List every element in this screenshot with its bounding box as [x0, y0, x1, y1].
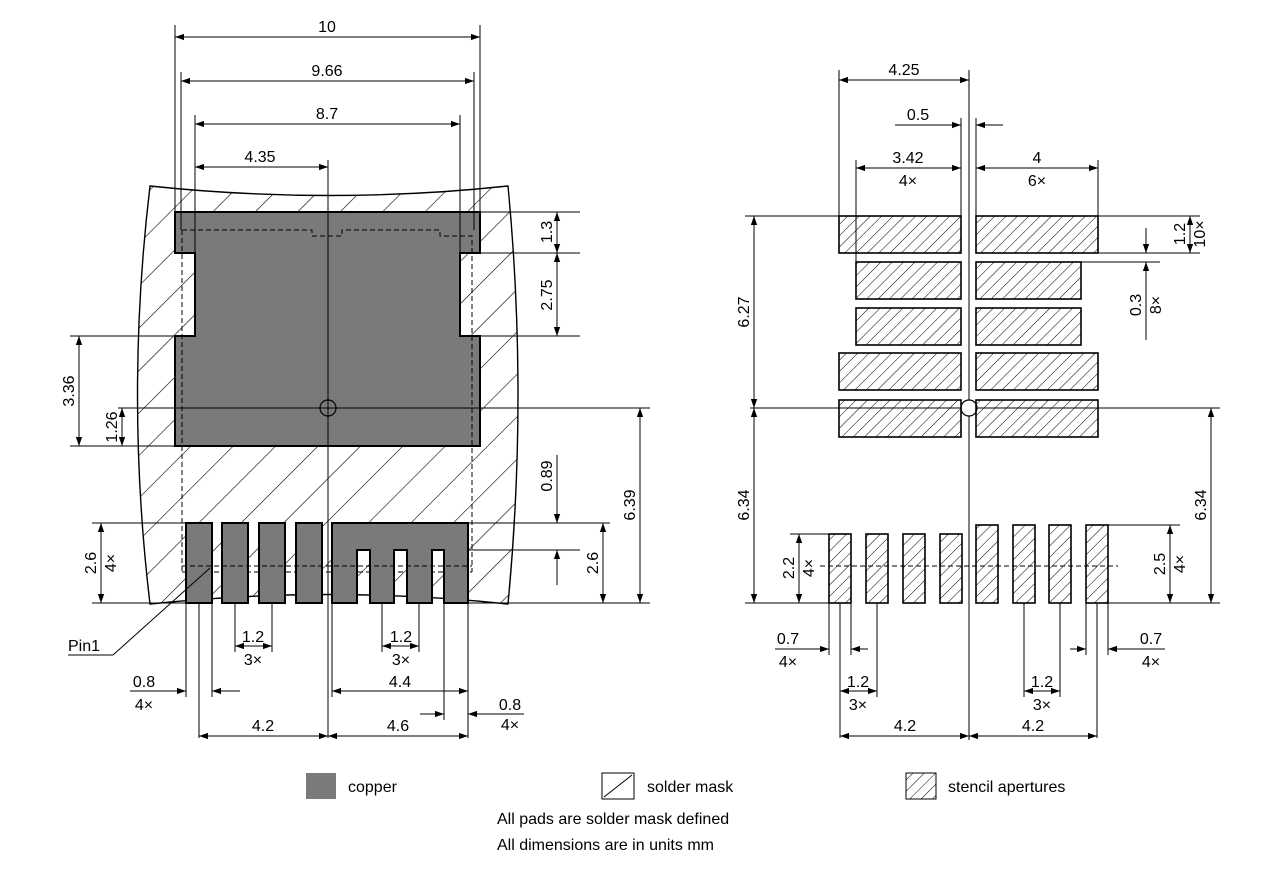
- dim-25: 2.5: [1152, 553, 1169, 575]
- stencil-pin-4: [939, 533, 963, 604]
- legend: copper solder mask stencil apertures: [306, 772, 1065, 800]
- dim-26-left: 2.6: [83, 552, 100, 574]
- dim-639: 6.39: [622, 489, 639, 520]
- pin1-label: Pin1: [68, 638, 100, 655]
- stencil-right-row1: [975, 215, 1099, 254]
- pad-dashed-outline: [181, 229, 473, 572]
- dim-08-right-count: 4×: [501, 717, 519, 734]
- copper-comb-pad: [331, 522, 469, 604]
- dim-03-count: 8×: [1148, 296, 1165, 314]
- stencil-pin-7: [1048, 524, 1072, 604]
- dim-12-bl: 1.2: [847, 674, 869, 691]
- dim-42-br: 4.2: [1022, 718, 1044, 735]
- stencil-pin-5: [975, 524, 999, 604]
- legend-stencil-swatch: [905, 772, 937, 800]
- stencil-left-row5: [838, 399, 962, 438]
- dim-336: 3.36: [61, 375, 78, 406]
- legend-copper-label: copper: [348, 779, 398, 796]
- dim-25-count: 4×: [1172, 555, 1189, 573]
- legend-copper-swatch: [306, 773, 336, 799]
- dim-07-right-count: 4×: [1142, 654, 1160, 671]
- dim-12-br-count: 3×: [1033, 697, 1051, 714]
- center-mark-icon: [319, 399, 337, 417]
- stencil-right-row3: [975, 307, 1082, 346]
- dim-42-left: 4.2: [252, 718, 274, 735]
- dim-425: 4.25: [888, 62, 919, 79]
- dim-089: 0.89: [539, 460, 556, 491]
- stencil-right-row2: [975, 261, 1082, 300]
- dim-08-left-count: 4×: [135, 697, 153, 714]
- dim-435: 4.35: [244, 149, 275, 166]
- dim-46: 4.6: [387, 718, 409, 735]
- right-stencil-view: 4.25 0.5 3.42 4× 4 6× 1.2 10× 0.3 8× 2.5…: [736, 62, 1220, 740]
- dim-10: 10: [318, 19, 336, 36]
- copper-pin-2: [221, 522, 249, 604]
- legend-solder-mask-label: solder mask: [647, 779, 734, 796]
- copper-pin-1: [185, 522, 213, 604]
- dim-05: 0.5: [907, 107, 929, 124]
- pitch-12-a: 1.2: [242, 629, 264, 646]
- dim-634-right: 6.34: [1193, 489, 1210, 520]
- stencil-left-row3: [855, 307, 962, 346]
- note-units: All dimensions are in units mm: [497, 837, 714, 854]
- dim-08-right: 0.8: [499, 697, 521, 714]
- dim-4: 4: [1033, 150, 1042, 167]
- dim-44: 4.4: [389, 674, 411, 691]
- legend-stencil-label: stencil apertures: [948, 779, 1065, 796]
- stencil-center-mark-icon: [960, 399, 978, 417]
- stencil-pin-8: [1085, 524, 1109, 604]
- dim-126: 1.26: [104, 411, 121, 442]
- dim-627: 6.27: [736, 296, 753, 327]
- stencil-pin-6: [1012, 524, 1036, 604]
- dim-22: 2.2: [781, 557, 798, 579]
- left-footprint-view: 10 9.66 8.7 4.35 1.3 2.75 0.89 2.6 6.39: [61, 19, 650, 740]
- pitch-3x-b: 3×: [392, 652, 410, 669]
- copper-pin-3: [258, 522, 286, 604]
- note-solder-mask-defined: All pads are solder mask defined: [497, 811, 730, 828]
- dim-342: 3.42: [892, 150, 923, 167]
- dim-42-bl: 4.2: [894, 718, 916, 735]
- dim-342-count: 4×: [899, 173, 917, 190]
- dim-12-br: 1.2: [1031, 674, 1053, 691]
- dim-07-left: 0.7: [777, 631, 799, 648]
- pitch-3x-a: 3×: [244, 652, 262, 669]
- dim-12-bl-count: 3×: [849, 697, 867, 714]
- dim-07-right: 0.7: [1140, 631, 1162, 648]
- dim-26-right: 2.6: [585, 552, 602, 574]
- dim-634-left: 6.34: [736, 489, 753, 520]
- dim-26-left-count: 4×: [103, 554, 120, 572]
- stencil-right-row5: [975, 399, 1099, 438]
- dim-12-right-count: 10×: [1192, 220, 1209, 247]
- dim-22-count: 4×: [801, 559, 818, 577]
- dim-12-right: 1.2: [1172, 223, 1189, 245]
- dim-4-count: 6×: [1028, 173, 1046, 190]
- dim-13: 1.3: [539, 221, 556, 243]
- stencil-pin-1: [828, 533, 852, 604]
- stencil-left-row4: [838, 352, 962, 391]
- dim-07-left-count: 4×: [779, 654, 797, 671]
- stencil-pin-3: [902, 533, 926, 604]
- dim-275: 2.75: [539, 279, 556, 310]
- stencil-pin-2: [865, 533, 889, 604]
- stencil-left-row1: [838, 215, 962, 254]
- dim-966: 9.66: [311, 63, 342, 80]
- copper-pin-4: [295, 522, 323, 604]
- pitch-12-b: 1.2: [390, 629, 412, 646]
- stencil-left-row2: [855, 261, 962, 300]
- dim-08-left: 0.8: [133, 674, 155, 691]
- dim-03: 0.3: [1128, 294, 1145, 316]
- dim-87: 8.7: [316, 106, 338, 123]
- stencil-right-row4: [975, 352, 1099, 391]
